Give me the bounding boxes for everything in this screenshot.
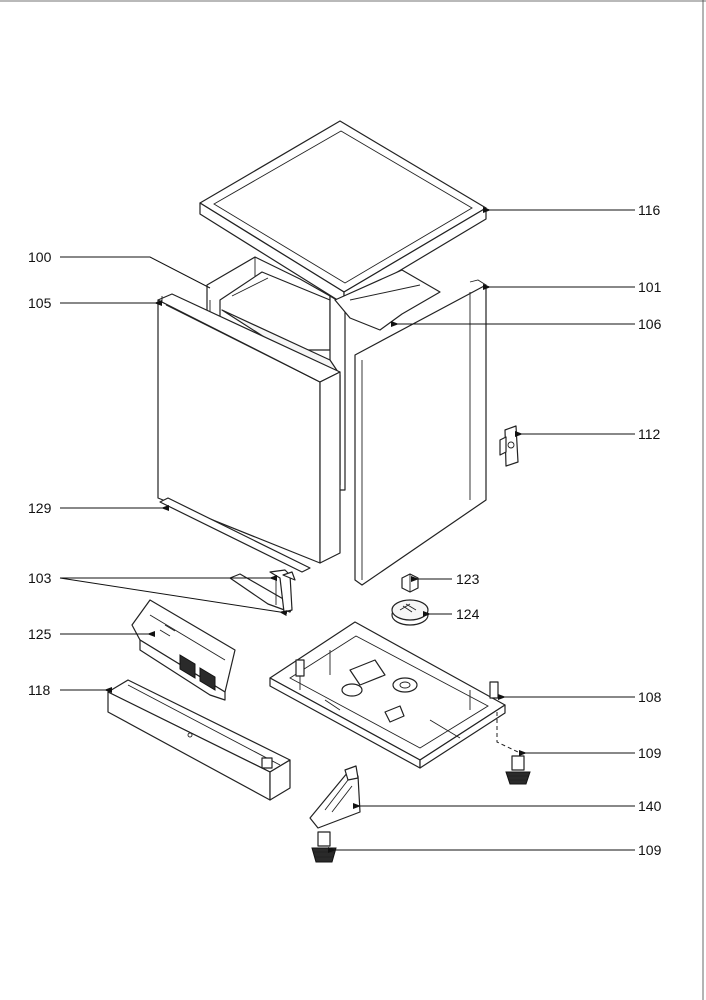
label-100: 100 (28, 249, 52, 265)
part-118-plinth (107, 679, 291, 801)
callout-labels: 116 100 101 105 106 112 129 103 123 124 … (28, 202, 662, 858)
label-108: 108 (638, 689, 662, 705)
label-129: 129 (28, 500, 52, 516)
part-125-control-module (131, 599, 236, 701)
part-116-top-cover (199, 120, 487, 305)
part-124-cap (391, 599, 429, 626)
label-116: 116 (638, 202, 661, 218)
label-140: 140 (638, 798, 662, 814)
part-109-foot-right (496, 712, 531, 785)
label-109-left: 109 (638, 842, 662, 858)
part-106-insulation (334, 269, 441, 331)
label-103: 103 (28, 570, 52, 586)
label-124: 124 (456, 606, 480, 622)
part-105-door-panel (157, 293, 341, 564)
part-112-clip (499, 425, 519, 467)
part-123-connector (401, 573, 419, 593)
part-103-hinge-bracket (229, 569, 296, 613)
label-118: 118 (28, 682, 51, 698)
part-101-side-panel (354, 279, 487, 586)
label-125: 125 (28, 626, 52, 642)
part-109-foot-left (311, 831, 337, 863)
part-108-base-tray (269, 621, 506, 769)
leader-lines (59, 207, 635, 853)
label-106: 106 (638, 316, 662, 332)
label-109-right: 109 (638, 745, 662, 761)
part-129-bottom-strip (159, 497, 311, 573)
label-105: 105 (28, 295, 52, 311)
label-123: 123 (456, 571, 480, 587)
label-112: 112 (638, 426, 661, 442)
part-140-leg-bracket (309, 765, 361, 829)
label-101: 101 (638, 279, 662, 295)
